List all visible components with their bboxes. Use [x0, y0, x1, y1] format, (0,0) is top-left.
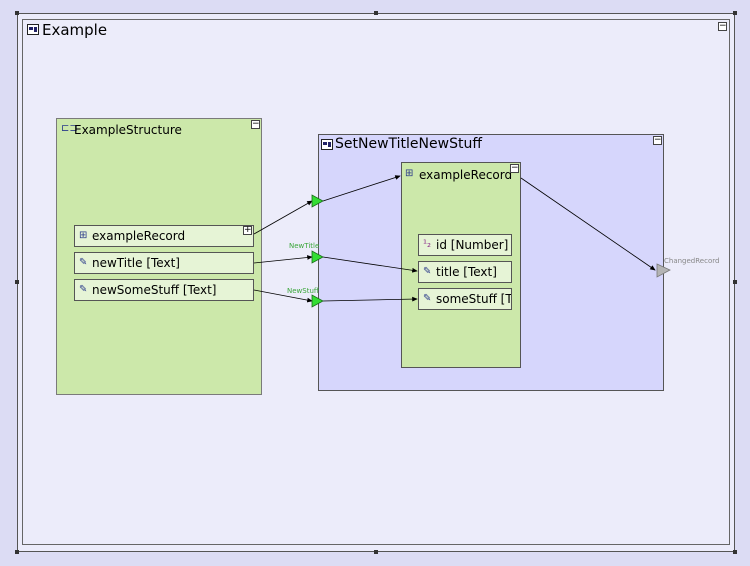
output-port-changed-record[interactable]	[656, 263, 671, 278]
record-field-title[interactable]: ✎ title [Text]	[418, 261, 512, 283]
record-icon: ⊞	[405, 168, 414, 179]
resize-handle[interactable]	[374, 11, 378, 15]
field-label: someStuff [Text]	[436, 292, 511, 306]
field-label: newTitle [Text]	[92, 256, 180, 270]
structure-icon: ⊏⊐	[61, 123, 78, 134]
wire-new-stuff-out[interactable]	[322, 296, 418, 302]
structure-title: ExampleStructure	[74, 123, 182, 137]
number-field-icon: ¹₂	[423, 239, 432, 250]
field-label: title [Text]	[436, 265, 497, 279]
record-field-id[interactable]: ¹₂ id [Number]	[418, 234, 512, 256]
structure-field-example-record[interactable]: ⊞ exampleRecord +	[74, 225, 254, 247]
component-title: Example	[42, 21, 108, 39]
resize-handle[interactable]	[733, 280, 737, 284]
text-field-icon: ✎	[423, 293, 432, 304]
wire-new-title-out[interactable]	[322, 256, 418, 273]
collapse-button[interactable]: −	[251, 119, 260, 129]
component-icon	[27, 24, 39, 35]
resize-handle[interactable]	[15, 550, 19, 554]
input-port-new-stuff[interactable]	[311, 294, 324, 308]
input-port-new-title[interactable]	[311, 250, 324, 264]
resize-handle[interactable]	[733, 550, 737, 554]
function-title: SetNewTitleNewStuff	[335, 136, 482, 152]
collapse-button[interactable]: −	[510, 163, 519, 173]
wire-new-title-in[interactable]	[253, 255, 313, 264]
port-label-new-stuff: NewStuff	[287, 287, 319, 295]
port-label-changed-record: ChangedRecord	[664, 257, 719, 265]
component-icon	[321, 139, 333, 150]
field-label: newSomeStuff [Text]	[92, 283, 217, 297]
collapse-button[interactable]: −	[718, 21, 727, 31]
record-title: exampleRecord	[419, 168, 513, 182]
resize-handle[interactable]	[15, 280, 19, 284]
text-field-icon: ✎	[79, 284, 88, 295]
field-label: exampleRecord	[92, 229, 186, 243]
resize-handle[interactable]	[733, 11, 737, 15]
structure-field-new-some-stuff[interactable]: ✎ newSomeStuff [Text]	[74, 279, 254, 301]
field-label: id [Number]	[436, 238, 509, 252]
text-field-icon: ✎	[79, 257, 88, 268]
input-port-example-record[interactable]	[311, 194, 324, 208]
wire-example-record-out[interactable]	[322, 175, 401, 202]
port-label-new-title: NewTitle	[289, 242, 319, 250]
expand-button[interactable]: +	[243, 225, 252, 235]
wire-changed-record[interactable]	[520, 177, 656, 271]
collapse-button[interactable]: −	[653, 135, 662, 145]
record-icon: ⊞	[79, 230, 88, 241]
record-field-some-stuff[interactable]: ✎ someStuff [Text]	[418, 288, 512, 310]
wire-new-stuff-in[interactable]	[253, 289, 313, 303]
structure-field-new-title[interactable]: ✎ newTitle [Text]	[74, 252, 254, 274]
text-field-icon: ✎	[423, 266, 432, 277]
resize-handle[interactable]	[374, 550, 378, 554]
resize-handle[interactable]	[15, 11, 19, 15]
wire-example-record-in[interactable]	[253, 200, 313, 235]
